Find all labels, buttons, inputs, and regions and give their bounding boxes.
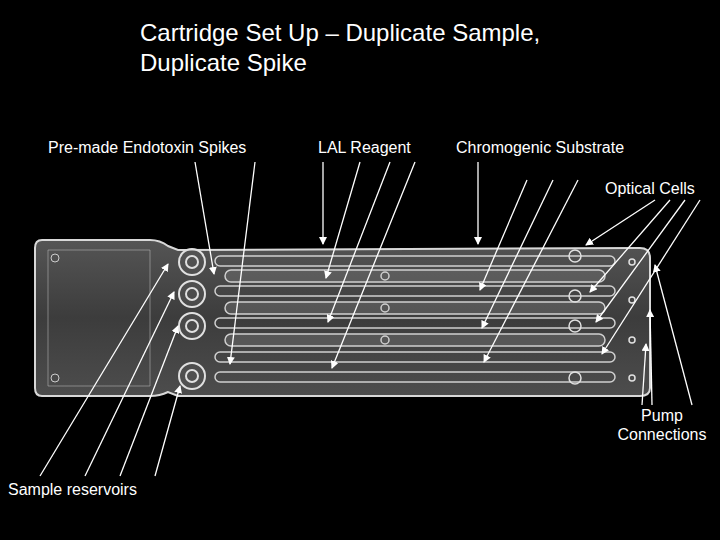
leader-lines [40,162,700,476]
part-label: Pre-made Endotoxin Spikes [48,138,246,157]
channels [215,256,615,382]
part-label: Sample reservoirs [8,480,137,499]
slide-title: Cartridge Set Up – Duplicate Sample, Dup… [140,18,610,78]
reservoirs [179,249,205,389]
part-label: Pump Connections [610,406,714,444]
cartridge-body [35,240,650,396]
part-label: Optical Cells [605,179,695,198]
part-label: Chromogenic Substrate [456,138,624,157]
part-label: LAL Reagent [318,138,411,157]
